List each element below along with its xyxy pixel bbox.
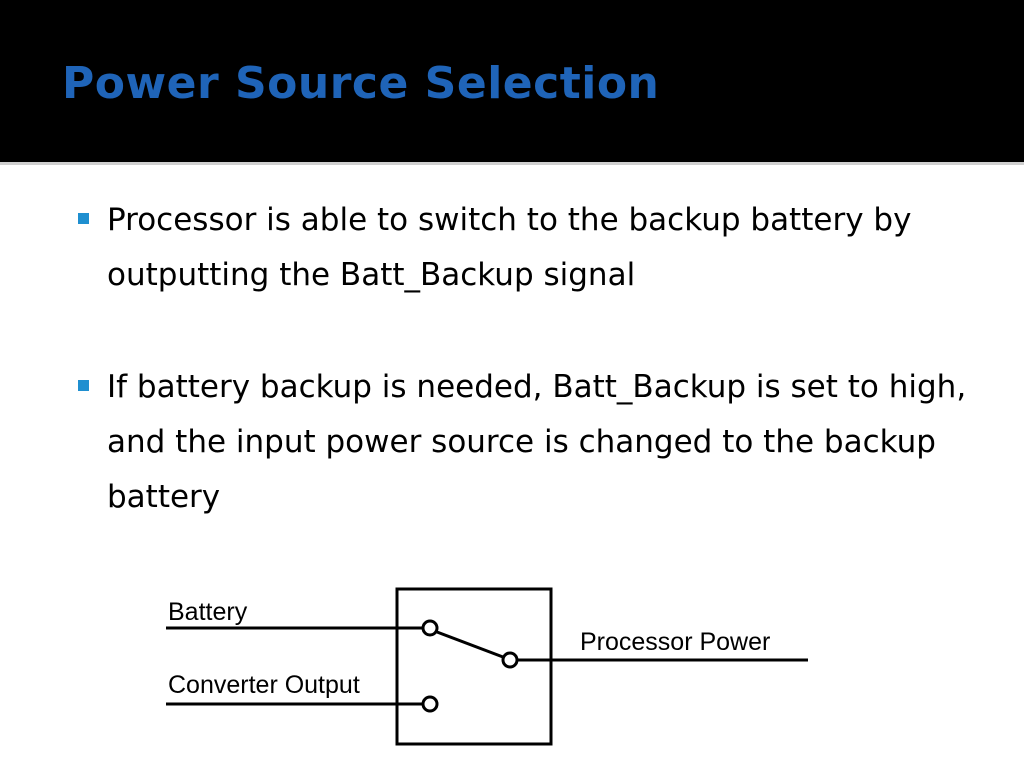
title-band: Power Source Selection <box>0 0 1024 158</box>
converter-output-label: Converter Output <box>168 671 360 699</box>
common-contact <box>501 651 519 669</box>
bullet-list: Processor is able to switch to the backu… <box>75 193 975 582</box>
bullet-item: If battery backup is needed, Batt_Backup… <box>75 360 975 525</box>
square-bullet-icon <box>78 213 89 224</box>
switch-diagram: Battery Converter Output Processor Power <box>166 587 808 746</box>
battery-contact <box>421 619 439 637</box>
slide-title: Power Source Selection <box>62 58 660 109</box>
title-gap <box>0 158 1024 162</box>
bullet-item: Processor is able to switch to the backu… <box>75 193 975 303</box>
processor-power-label: Processor Power <box>580 628 770 656</box>
switch-box <box>395 587 553 746</box>
battery-label: Battery <box>168 598 248 626</box>
converter-contact <box>421 695 439 713</box>
title-divider <box>0 162 1024 165</box>
bullet-text: Processor is able to switch to the backu… <box>107 202 912 293</box>
square-bullet-icon <box>78 380 89 391</box>
bullet-text: If battery backup is needed, Batt_Backup… <box>107 369 967 515</box>
switch-arm <box>436 630 504 659</box>
